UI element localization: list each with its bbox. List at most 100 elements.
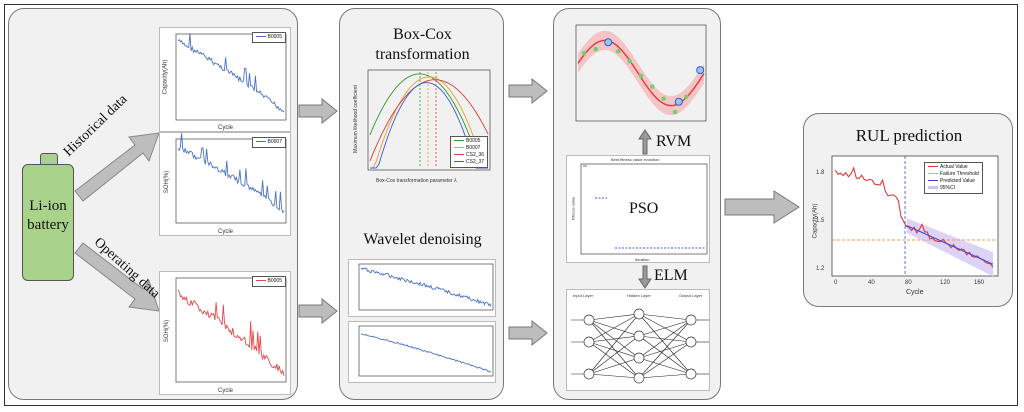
rul-legend: Actual Value Failure Threshold Predicted…: [924, 162, 983, 194]
model-panel: RVM Best fitness value evolution Iterati…: [553, 8, 721, 400]
hidden-output-connection: [638, 335, 692, 375]
hidden-node: [633, 372, 645, 384]
boxcox-title: Box-Cox transformation: [340, 25, 505, 65]
data-acquisition-panel: Li-ion battery Historical data Operating…: [8, 8, 298, 400]
boxcox-xlabel: Box-Cox transformation parameter λ: [376, 178, 457, 184]
rul-xtick-4: 160: [974, 280, 985, 286]
flow-arrow-top-1: [298, 98, 338, 124]
elm-down-arrow: [638, 265, 652, 289]
battery-label-line2: battery: [27, 217, 69, 233]
wavelet-chart-1: [348, 259, 496, 317]
flow-arrow-bottom-1: [298, 298, 338, 324]
actual-value-line: [834, 166, 994, 268]
historical-capacity-chart-2: B0007 Cycle SOH(%): [159, 132, 291, 236]
relevance-vector: [696, 66, 705, 75]
plot-axes: [575, 24, 707, 122]
hidden-output-connection: [638, 341, 692, 379]
predicted-value-line: [906, 225, 994, 265]
training-point: [661, 96, 666, 101]
input-hidden-connection: [588, 335, 640, 375]
input-node: [583, 314, 595, 326]
rul-xtick-3: 120: [940, 280, 951, 286]
rul-ytick-mid: 1.5: [816, 218, 825, 224]
rul-ylabel: Capacity(Ah): [812, 203, 819, 239]
output-node: [685, 336, 697, 348]
plot-axes: [580, 163, 708, 255]
rul-xtick-0: 0: [834, 280, 838, 286]
output-layer-label: Output Layer: [679, 293, 703, 298]
plot-axes: [175, 138, 287, 224]
training-point: [593, 46, 598, 52]
rul-ytick-top: 1.8: [816, 170, 825, 176]
boxcox-chart: B0005 B0007 CS2_36 CS2_37 Box-Cox transf…: [350, 66, 496, 186]
battery-label-line1: Li-ion: [29, 198, 67, 214]
input-node: [583, 336, 595, 348]
input-hidden-connection: [588, 313, 640, 321]
relevance-vector: [674, 97, 683, 106]
training-point: [684, 94, 689, 100]
input-node: [583, 368, 595, 380]
confidence-interval-band: [906, 218, 994, 277]
elm-network-diagram: Input Layer Hidden Layer Output Layer: [566, 289, 710, 391]
hidden-output-connection: [638, 373, 692, 379]
rul-xtick-2: 80: [905, 280, 912, 286]
historical-data-arrow: [74, 132, 160, 202]
pso-chart: Best fitness value evolution Iteration F…: [566, 155, 710, 263]
plot-axes: [175, 33, 287, 121]
boxcox-curve: [369, 79, 489, 162]
rvm-label: RVM: [656, 133, 692, 150]
input-hidden-connection: [588, 313, 640, 375]
wavelet-denoised-line: [360, 333, 492, 373]
boxcox-ylabel: Maximum likelihood coefficient: [352, 85, 359, 153]
rvm-chart: [566, 21, 710, 127]
battery-label: Li-ion battery: [22, 197, 74, 235]
training-point: [582, 51, 587, 56]
input-hidden-connection: [588, 357, 640, 375]
training-point: [638, 73, 644, 79]
soh-series-line: [177, 133, 285, 214]
hidden-node: [633, 352, 645, 364]
preprocessing-panel: Box-Cox transformation B0005 B0007 CS2_3…: [339, 8, 504, 400]
relevance-vector: [604, 38, 613, 47]
input-hidden-connection: [588, 313, 640, 343]
boxcox-title-line2: transformation: [375, 46, 470, 63]
input-hidden-connection: [588, 319, 640, 379]
hidden-node: [633, 330, 645, 342]
pso-ylabel: Fitness value: [570, 196, 576, 221]
rvm-confidence-band: [578, 30, 704, 116]
plot-axes: [175, 277, 287, 383]
rul-prediction-panel: RUL prediction Actual Value Failure Thre…: [803, 113, 1013, 307]
rul-ytick-bottom: 1.2: [816, 266, 825, 272]
chart-ylabel: SOH(%): [164, 319, 171, 343]
pso-xlabel: Iteration: [635, 257, 650, 262]
plot-axes: [367, 69, 491, 171]
training-point: [616, 49, 621, 54]
plot-axes: [358, 325, 494, 377]
rul-xlabel: Cycle: [906, 289, 924, 296]
hidden-layer-label: Hidden Layer: [627, 293, 651, 298]
capacity-series-line: [177, 33, 285, 113]
hidden-output-connection: [638, 313, 692, 321]
output-node: [685, 314, 697, 326]
training-point: [672, 109, 678, 115]
output-node: [685, 368, 697, 380]
input-hidden-connection: [588, 341, 640, 379]
chart-xlabel: Cycle: [218, 388, 234, 394]
training-point: [650, 84, 655, 89]
input-hidden-connection: [588, 341, 640, 359]
training-point: [627, 58, 632, 64]
hidden-output-connection: [638, 313, 692, 375]
input-hidden-connection: [588, 373, 640, 379]
boxcox-legend: B0005 B0007 CS2_36 CS2_37: [450, 136, 489, 168]
pso-label: PSO: [629, 200, 659, 217]
chart-ylabel: Capacity(Ah): [162, 59, 169, 95]
historical-capacity-chart-1: B0005 Cycle Capacity(Ah): [159, 27, 291, 132]
hidden-output-connection: [638, 319, 692, 337]
rvm-up-arrow: [638, 129, 652, 155]
figure-frame: [4, 4, 1018, 406]
operating-soh-line: [177, 289, 285, 376]
operating-soh-chart: B0005 Cycle SOH(%): [159, 271, 291, 395]
input-layer-label: Input Layer: [573, 293, 594, 298]
hidden-node: [633, 308, 645, 320]
flow-arrow-bottom-2: [508, 320, 548, 346]
